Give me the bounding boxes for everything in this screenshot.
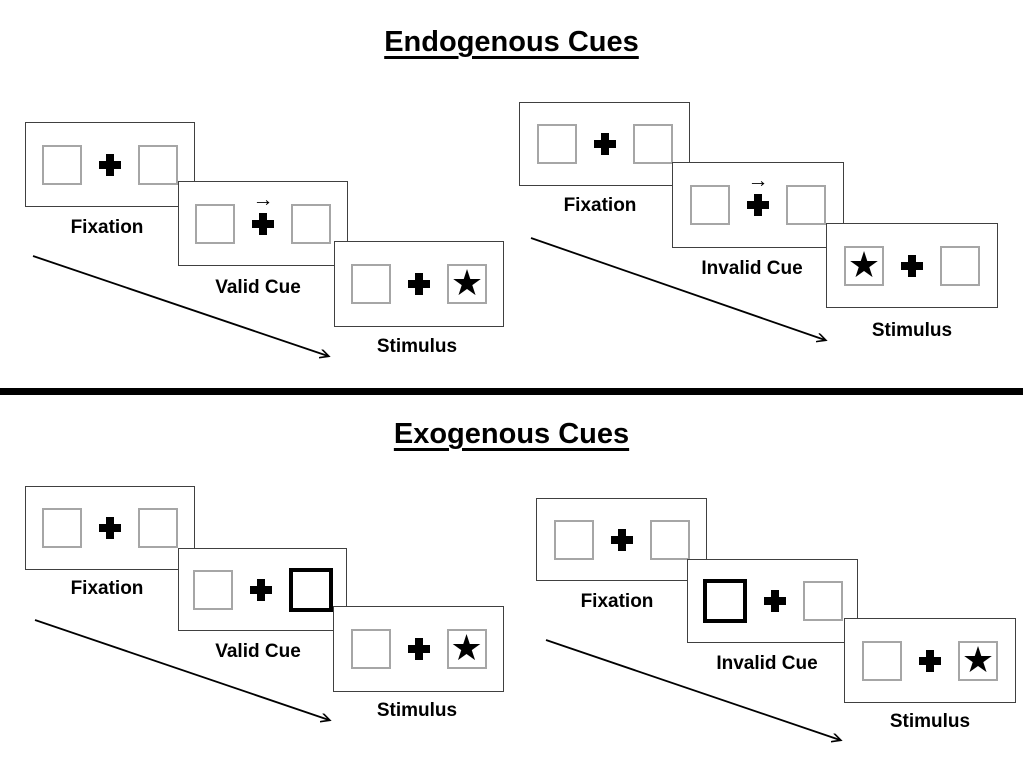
- right-box: [138, 508, 178, 548]
- fixation-cross-wrap: [407, 638, 430, 660]
- right-box: [632, 124, 673, 164]
- exogenous-valid-fixation-panel: [25, 486, 195, 570]
- fixation-cross-icon: [99, 153, 121, 176]
- highlighted-cue-box: [288, 567, 333, 612]
- target-star-icon: ★: [450, 627, 483, 668]
- endogenous-valid-time-arrow: [32, 255, 328, 356]
- fixation-cross-wrap: →: [252, 189, 274, 235]
- cue-label: Valid Cue: [215, 277, 301, 298]
- target-star-icon: ★: [961, 638, 995, 680]
- left-box: [42, 508, 82, 548]
- exogenous-section-title: Exogenous Cues: [393, 418, 630, 450]
- left-box: [195, 203, 235, 244]
- fixation-cross-icon: [408, 273, 430, 295]
- fixation-label: Fixation: [70, 578, 144, 599]
- left-box: [536, 124, 577, 164]
- fixation-cross-icon: [407, 638, 430, 660]
- exogenous-valid-time-arrow: [34, 619, 329, 720]
- endogenous-invalid-stimulus-panel: ★: [826, 223, 998, 308]
- endogenous-invalid-time-arrow: [530, 237, 825, 340]
- stimulus-label: Stimulus: [889, 711, 971, 732]
- target-star-icon: ★: [450, 262, 484, 303]
- fixation-cross-icon: [610, 528, 633, 551]
- fixation-cross-wrap: [901, 254, 923, 277]
- fixation-cross-icon: [901, 254, 923, 277]
- cue-label: Invalid Cue: [701, 258, 803, 279]
- stimulus-label: Stimulus: [871, 320, 953, 341]
- left-box: [553, 519, 594, 560]
- exogenous-valid-stimulus-panel: ★: [333, 606, 504, 692]
- endogenous-valid-stimulus-panel: ★: [334, 241, 504, 327]
- left-box: [42, 144, 82, 185]
- right-box-with-target: ★: [447, 264, 487, 304]
- right-box: [138, 144, 178, 185]
- fixation-cross-wrap: [408, 273, 430, 295]
- left-box: [690, 185, 730, 225]
- right-arrow-cue-icon: →: [252, 187, 274, 211]
- stimulus-label: Stimulus: [376, 336, 458, 357]
- exogenous-valid-cue-panel: [178, 548, 347, 631]
- left-box: [351, 264, 391, 304]
- left-box-with-target: ★: [844, 243, 884, 286]
- right-box: [802, 581, 843, 621]
- fixation-cross-wrap: [593, 133, 616, 155]
- fixation-cross-icon: [747, 194, 769, 216]
- fixation-cross-icon: [919, 649, 941, 672]
- left-box: [350, 629, 391, 669]
- exogenous-invalid-stimulus-panel: ★: [844, 618, 1016, 703]
- endogenous-valid-cue-panel: →: [178, 181, 348, 266]
- fixation-cross-wrap: [99, 153, 121, 176]
- fixation-label: Fixation: [563, 195, 637, 216]
- right-box-with-target: ★: [958, 638, 998, 681]
- stimulus-label: Stimulus: [376, 700, 458, 721]
- right-arrow-cue-icon: →: [747, 169, 769, 192]
- fixation-cross-wrap: →: [747, 170, 769, 216]
- left-box: [862, 640, 902, 681]
- endogenous-valid-fixation-panel: [25, 122, 195, 207]
- exogenous-invalid-cue-panel: [687, 559, 858, 643]
- fixation-cross-wrap: [249, 578, 272, 601]
- fixation-cross-icon: [252, 212, 274, 235]
- section-divider: [0, 388, 1023, 395]
- right-box: [786, 185, 826, 225]
- right-box: [291, 203, 331, 244]
- endogenous-section-title: Endogenous Cues: [384, 26, 639, 58]
- fixation-cross-wrap: [919, 649, 941, 672]
- endogenous-invalid-fixation-panel: [519, 102, 690, 186]
- target-star-icon: ★: [847, 243, 881, 285]
- right-box: [940, 245, 980, 286]
- endogenous-invalid-cue-panel: →: [672, 162, 844, 248]
- fixation-cross-wrap: [99, 517, 121, 539]
- fixation-label: Fixation: [70, 217, 144, 238]
- fixation-cross-wrap: [763, 590, 786, 612]
- cue-label: Invalid Cue: [716, 653, 818, 674]
- fixation-cross-icon: [593, 133, 616, 155]
- fixation-cross-wrap: [610, 528, 633, 551]
- cue-label: Valid Cue: [215, 641, 301, 662]
- left-box: [192, 569, 233, 610]
- right-box-with-target: ★: [446, 627, 487, 669]
- fixation-cross-icon: [249, 578, 272, 601]
- fixation-cross-icon: [763, 590, 786, 612]
- fixation-cross-icon: [99, 517, 121, 539]
- exogenous-invalid-fixation-panel: [536, 498, 707, 581]
- highlighted-cue-box: [702, 579, 747, 623]
- fixation-label: Fixation: [580, 591, 654, 612]
- right-box: [649, 519, 690, 560]
